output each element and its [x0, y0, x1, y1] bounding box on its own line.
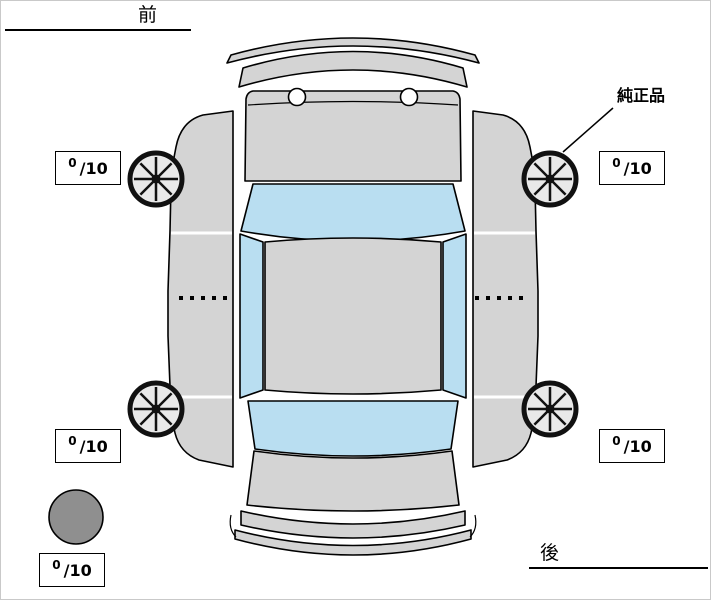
tread-value-spare: 0: [52, 558, 61, 572]
side-panel-left: [167, 110, 234, 468]
genuine-parts-pointer-line: [562, 107, 614, 153]
genuine-parts-label: 純正品: [617, 86, 666, 105]
front-spoiler-strip: [226, 37, 480, 64]
washer-nozzle-right: [399, 87, 419, 107]
tread-box-rear-left: 0 /10: [55, 429, 121, 463]
tread-unit-spare: /10: [63, 560, 92, 580]
tread-unit-front-right: /10: [623, 158, 652, 178]
spare-tire-circle: [48, 489, 104, 545]
tread-box-rear-right: 0 /10: [599, 429, 665, 463]
rear-bumper-strip: [234, 529, 472, 556]
tread-unit-front-left: /10: [79, 158, 108, 178]
wheel-rear-left: [127, 380, 185, 438]
tread-box-spare: 0 /10: [39, 553, 105, 587]
windshield-glass: [240, 183, 466, 242]
tread-value-rear-right: 0: [612, 434, 621, 448]
tread-value-rear-left: 0: [68, 434, 77, 448]
wheel-front-right: [521, 150, 579, 208]
rear-bumper: [240, 510, 466, 539]
side-panel-right: [472, 110, 539, 468]
front-label: 前: [138, 4, 158, 26]
side-window-left: [239, 233, 264, 399]
front-bumper: [238, 50, 468, 88]
tread-box-front-left: 0 /10: [55, 151, 121, 185]
rear-window-glass: [247, 400, 459, 457]
side-window-right: [442, 233, 467, 399]
rear-bumper-curl-left: [229, 514, 237, 538]
rear-bumper-curl-right: [469, 514, 477, 538]
hood-seam-line: [247, 100, 459, 106]
car-body: [167, 37, 539, 556]
washer-nozzle-left: [287, 87, 307, 107]
tread-box-front-right: 0 /10: [599, 151, 665, 185]
wheel-rear-right: [521, 380, 579, 438]
tread-unit-rear-left: /10: [79, 436, 108, 456]
hood: [244, 90, 462, 182]
tread-value-front-right: 0: [612, 156, 621, 170]
tread-value-front-left: 0: [68, 156, 77, 170]
trunk: [246, 450, 460, 512]
rear-label: 後: [540, 542, 560, 564]
wheel-front-left: [127, 150, 185, 208]
roof: [264, 237, 442, 395]
tread-unit-rear-right: /10: [623, 436, 652, 456]
